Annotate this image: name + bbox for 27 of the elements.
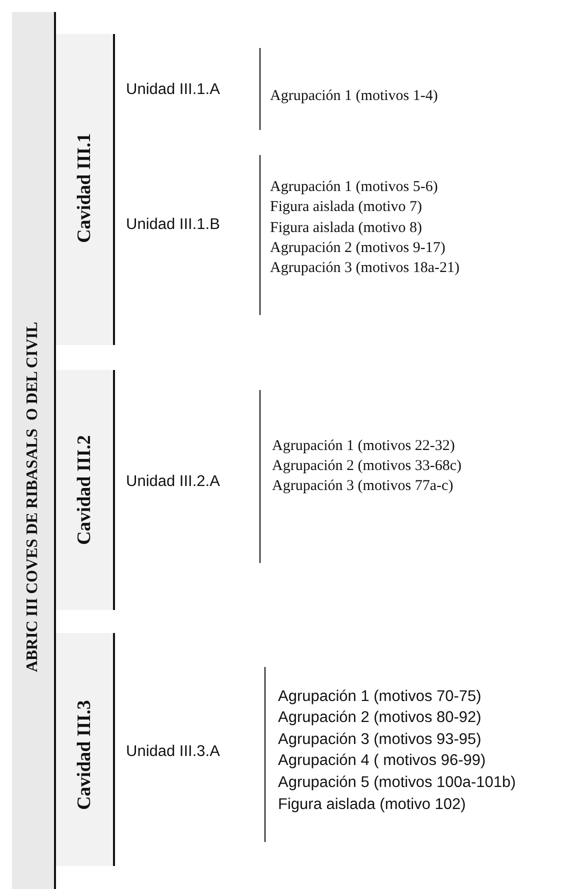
unit-label: Unidad III.1.A (126, 80, 220, 100)
group-list-item: Agrupación 1 (motivos 70-75) (278, 688, 482, 706)
group-list-item: Agrupación 3 (motivos 77a-c) (272, 476, 454, 494)
group-list-item: Agrupación 2 (motivos 80-92) (278, 709, 482, 728)
group-list-item: Figura aislada (motivo 8) (270, 218, 422, 236)
group-list-item: Agrupación 5 (motivos 100a-101b) (278, 774, 516, 792)
cavity-title: Cavidad III.3 (74, 700, 96, 810)
group-list-item: Figura aislada (motivo 102) (278, 796, 466, 814)
group-list-item: Agrupación 1 (motivos 22-32) (272, 436, 455, 454)
cavity-title: Cavidad III.2 (74, 435, 96, 545)
cavity-band (56, 34, 115, 345)
group-list-item: Agrupación 3 (motivos 93-95) (278, 730, 482, 750)
cavity-band (56, 370, 115, 610)
site-title: ABRIC III COVES DE RIBASALS O DEL CIVIL (24, 322, 42, 672)
unit-label: Unidad III.3.A (126, 742, 220, 762)
group-list-item: Agrupación 2 (motivos 9-17) (270, 238, 446, 256)
group-list-item: Agrupación 1 (motivos 1-4) (270, 86, 438, 104)
cavity-band (56, 633, 115, 866)
group-list-item: Agrupación 4 ( motivos 96-99) (278, 752, 486, 771)
site-band (12, 12, 56, 889)
group-list-item: Agrupación 2 (motivos 33-68c) (272, 456, 462, 474)
unit-label: Unidad III.2.A (126, 472, 220, 492)
cavity-title: Cavidad III.1 (74, 133, 96, 243)
group-list-item: Agrupación 1 (motivos 5-6) (270, 178, 438, 196)
group-list-item: Agrupación 3 (motivos 18a-21) (270, 259, 460, 277)
group-list-item: Figura aislada (motivo 7) (270, 198, 422, 216)
unit-label: Unidad III.1.B (126, 216, 220, 234)
